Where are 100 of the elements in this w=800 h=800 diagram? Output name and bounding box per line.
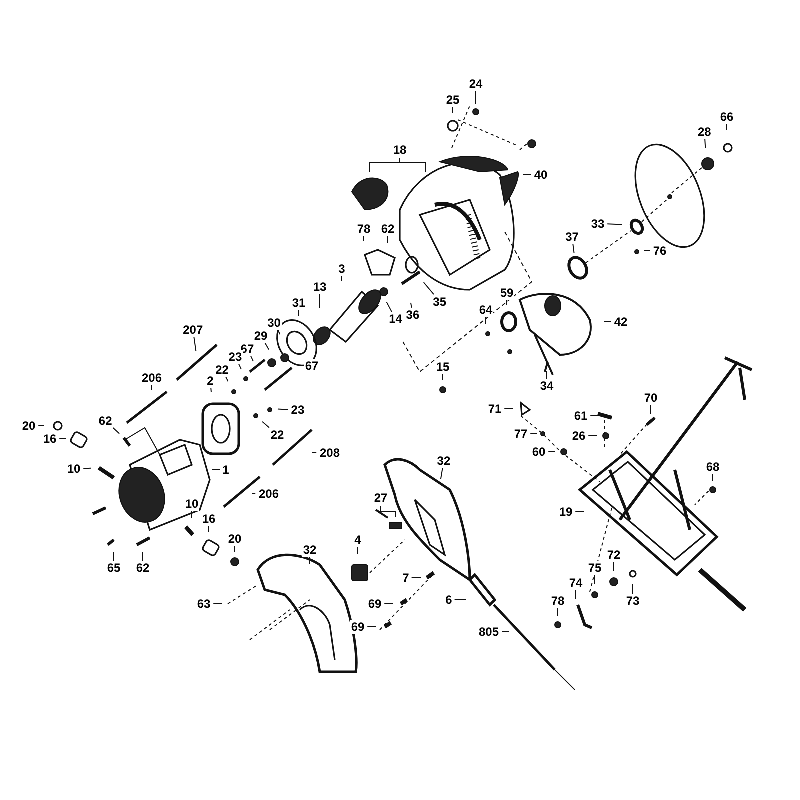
leader-line — [210, 388, 212, 393]
leader-line — [644, 250, 651, 252]
callout-number: 20 — [21, 419, 37, 433]
leader-line — [59, 438, 66, 440]
callout-number: 62 — [135, 561, 151, 575]
leader-line — [262, 421, 270, 428]
leader-line — [632, 584, 634, 594]
callout-number: 6 — [444, 593, 454, 607]
callout-number: 61 — [573, 409, 589, 423]
leader-line — [650, 404, 652, 414]
callout-number: 65 — [106, 561, 122, 575]
callout-number: 77 — [513, 427, 529, 441]
leader-line — [607, 224, 622, 226]
callout-number: 37 — [564, 230, 580, 244]
callout-number: 28 — [696, 125, 712, 139]
callout-number: 207 — [182, 323, 204, 338]
callout-number: 73 — [625, 594, 641, 608]
callout-number: 66 — [719, 110, 735, 124]
callout-number: 72 — [606, 548, 622, 562]
callout-number: 68 — [705, 460, 721, 474]
callout-number: 13 — [312, 280, 328, 294]
callout-number: 60 — [531, 445, 547, 459]
callout-number: 1 — [222, 463, 230, 477]
callout-number: 19 — [558, 505, 574, 519]
leader-line — [594, 574, 596, 584]
leader-line — [704, 138, 706, 148]
callout-number: 16 — [201, 512, 217, 526]
callout-number: 69 — [367, 597, 383, 611]
callout-number: 78 — [356, 222, 372, 236]
leader-line — [726, 124, 728, 130]
callout-number: 36 — [405, 308, 421, 322]
callout-number: 29 — [253, 328, 269, 343]
callout-number: 208 — [318, 446, 342, 460]
leader-line — [423, 282, 434, 296]
callout-number: 59 — [499, 286, 515, 300]
leader-line — [410, 302, 412, 308]
callout-number: 22 — [270, 428, 286, 442]
leader-line — [370, 158, 426, 172]
leader-line — [442, 374, 444, 380]
callout-number: 30 — [266, 316, 282, 330]
leader-line — [312, 452, 318, 454]
callout-number: 25 — [445, 93, 461, 107]
callout-number: 16 — [42, 432, 58, 446]
callout-number: 22 — [214, 362, 230, 377]
callout-number: 10 — [66, 462, 82, 476]
leader-line — [278, 408, 289, 410]
leader-line — [380, 506, 396, 518]
leader-line — [208, 526, 210, 532]
leader-line — [452, 106, 454, 114]
callout-number: 32 — [436, 454, 452, 468]
callout-number: 62 — [380, 222, 396, 236]
callout-number: 71 — [487, 402, 503, 416]
leader-line — [522, 174, 532, 176]
callout-number: 805 — [478, 625, 500, 639]
callout-number: 24 — [468, 77, 484, 91]
callout-number: 31 — [291, 296, 307, 310]
callout-number: 74 — [568, 576, 584, 590]
leader-line — [298, 310, 300, 316]
leader-line — [112, 427, 120, 434]
callout-number: 70 — [643, 391, 659, 405]
callout-number: 34 — [539, 379, 555, 393]
callout-number: 26 — [571, 429, 587, 443]
callout-number: 42 — [613, 315, 629, 329]
callout-number: 7 — [402, 571, 410, 585]
callout-number: 20 — [227, 532, 243, 546]
callout-number: 33 — [590, 216, 606, 231]
callout-number: 32 — [302, 543, 318, 557]
leader-line — [234, 546, 236, 552]
callout-number: 23 — [290, 403, 306, 418]
leader-line — [572, 244, 575, 254]
callout-number: 35 — [432, 294, 448, 309]
callout-number: 23 — [228, 350, 244, 364]
callout-number: 18 — [392, 143, 408, 157]
callout-number: 206 — [258, 487, 280, 501]
callout-number: 75 — [587, 561, 603, 575]
callout-number: 63 — [196, 597, 212, 611]
leader-line — [238, 363, 242, 370]
leader-line — [546, 370, 548, 380]
leader-line — [504, 408, 514, 410]
callout-number: 206 — [140, 371, 164, 385]
leader-line — [250, 355, 254, 362]
leader-line — [712, 474, 714, 482]
leader-line — [142, 552, 144, 562]
leader-line — [83, 468, 92, 470]
callout-number: 76 — [652, 244, 668, 258]
callout-number: 27 — [373, 491, 389, 505]
leader-line — [194, 336, 197, 352]
callout-number: 4 — [354, 533, 362, 547]
leader-line — [264, 342, 270, 350]
leader-line — [367, 626, 376, 628]
callout-number: 40 — [533, 168, 549, 182]
callout-number: 10 — [184, 497, 200, 511]
callout-number: 78 — [550, 594, 566, 608]
callout-number: 3 — [338, 262, 346, 276]
callout-number: 62 — [98, 414, 114, 428]
callout-number: 15 — [435, 360, 451, 374]
callout-number: 67 — [304, 359, 320, 373]
leader-line — [386, 302, 393, 313]
callout-number: 69 — [350, 620, 366, 634]
leader-line — [506, 300, 508, 306]
